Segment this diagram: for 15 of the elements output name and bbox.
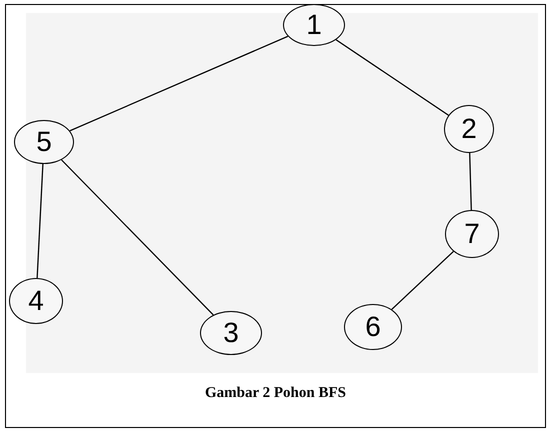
connector-line xyxy=(36,164,44,278)
figure-caption: Gambar 2 Pohon BFS xyxy=(204,385,347,402)
node-number: 2 xyxy=(461,115,477,143)
connector-line xyxy=(61,159,214,316)
tree-node-circle xyxy=(9,278,63,324)
node-number: 5 xyxy=(36,128,52,156)
node-number: 6 xyxy=(365,313,381,341)
node-number: 4 xyxy=(28,287,44,315)
connector-line xyxy=(336,39,449,116)
node-number: 1 xyxy=(306,11,322,39)
connector-line xyxy=(469,152,472,210)
node-number: 7 xyxy=(464,220,480,248)
connector-line xyxy=(70,36,288,132)
connector-line xyxy=(391,251,454,310)
node-number: 3 xyxy=(223,319,239,347)
